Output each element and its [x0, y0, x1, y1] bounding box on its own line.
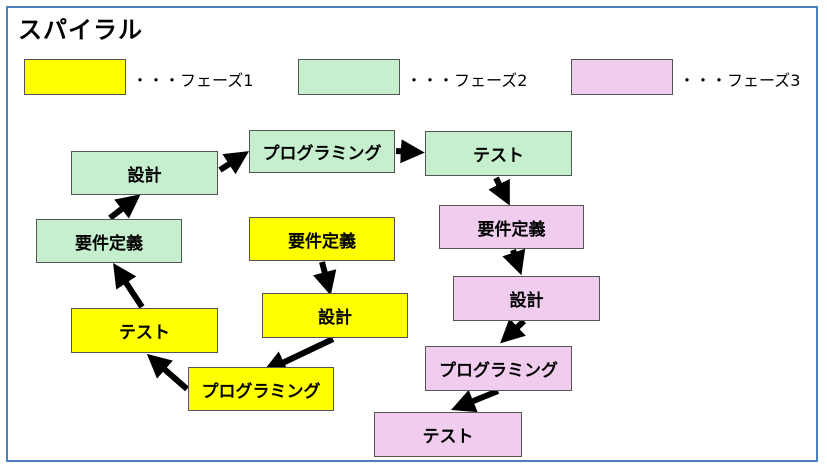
- arrow-p3-req-to-design: [502, 248, 526, 276]
- phase2-test-box: テスト: [425, 131, 572, 176]
- legend-swatch-phase3: [571, 59, 673, 95]
- arrow-p1-test-to-p2-req: [113, 262, 145, 309]
- phase1-requirements-box: 要件定義: [249, 217, 395, 261]
- legend-swatch-phase2: [298, 59, 400, 95]
- phase3-design-box: 設計: [453, 276, 600, 321]
- phase2-requirements-box: 要件定義: [36, 219, 182, 263]
- arrow-p3-design-to-prog: [500, 318, 527, 344]
- legend-label-phase3: ・・・フェーズ3: [679, 71, 801, 90]
- arrow-p2-test-to-p3-req: [488, 176, 510, 206]
- legend-label-phase1: ・・・フェーズ1: [132, 71, 254, 90]
- arrow-p2-prog-to-test: [395, 139, 425, 164]
- phase2-design-box: 設計: [71, 151, 218, 195]
- arrow-p3-prog-to-test: [450, 388, 500, 413]
- arrow-p2-design-to-prog: [218, 151, 250, 175]
- arrow-p1-req-to-design: [313, 261, 337, 296]
- phase3-test-box: テスト: [374, 412, 522, 457]
- arrow-p2-req-to-design: [108, 194, 141, 221]
- phase1-programming-box: プログラミング: [188, 367, 334, 411]
- legend-label-phase2: ・・・フェーズ2: [406, 71, 528, 90]
- phase1-design-box: 設計: [262, 293, 408, 338]
- phase3-programming-box: プログラミング: [425, 346, 572, 391]
- phase3-requirements-box: 要件定義: [439, 205, 584, 249]
- diagram-title: スパイラル: [18, 16, 143, 44]
- arrow-p1-prog-to-test: [146, 353, 189, 392]
- phase1-test-box: テスト: [71, 308, 218, 353]
- arrow-p1-design-to-prog: [262, 336, 335, 374]
- legend-swatch-phase1: [24, 59, 126, 95]
- phase2-programming-box: プログラミング: [249, 130, 395, 173]
